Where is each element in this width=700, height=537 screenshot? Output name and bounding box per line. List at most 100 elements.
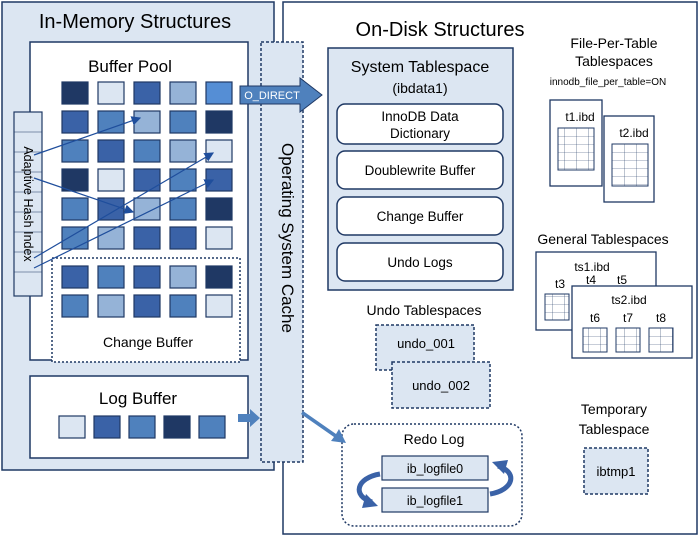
- buffer-pool-page: [97, 168, 125, 192]
- os-cache-bar: [260, 41, 304, 463]
- t3-table-icon: [544, 293, 570, 321]
- change-buffer-page: [97, 294, 125, 318]
- undo-002-box: [391, 361, 491, 409]
- os-cache-to-redo-log-arrow: [301, 411, 346, 443]
- buffer-pool-page: [205, 110, 233, 134]
- ib-logfile0-label: ib_logfile0: [407, 462, 463, 476]
- change-buffer-page: [61, 265, 89, 289]
- buffer-pool-page: [61, 139, 89, 163]
- ib-logfile1-box: [381, 487, 489, 513]
- undo-tablespaces-title: Undo Tablespaces: [367, 302, 482, 318]
- change-buffer-page: [133, 265, 161, 289]
- os-cache-label: Operating System Cache: [278, 143, 297, 333]
- buffer-pool-page: [133, 226, 161, 250]
- t6-label: t6: [590, 311, 600, 325]
- log-buffer-page: [58, 415, 86, 439]
- buffer-pool-page: [205, 226, 233, 250]
- undo-logs-label: Undo Logs: [387, 255, 453, 270]
- buffer-pool-page: [97, 81, 125, 105]
- buffer-pool-page: [169, 139, 197, 163]
- log-buffer-label: Log Buffer: [99, 389, 177, 408]
- ts1-ibd-label: ts1.ibd: [574, 260, 609, 274]
- buffer-pool-page: [133, 110, 161, 134]
- t8-label: t8: [656, 311, 666, 325]
- doublewrite-buffer-label: Doublewrite Buffer: [365, 163, 476, 178]
- buffer-pool-page: [97, 226, 125, 250]
- ib-logfile0-box: [381, 455, 489, 481]
- buffer-pool-page: [169, 226, 197, 250]
- adaptive-hash-index-pointers: [33, 116, 215, 269]
- log-buffer-pages: [58, 415, 226, 439]
- doublewrite-buffer-box: [336, 150, 504, 190]
- buffer-pool-page: [169, 81, 197, 105]
- change-buffer-page: [169, 294, 197, 318]
- log-buffer-page: [198, 415, 226, 439]
- buffer-pool-page: [97, 110, 125, 134]
- log-buffer-page: [93, 415, 121, 439]
- buffer-pool-label: Buffer Pool: [88, 57, 172, 76]
- log-buffer-page: [163, 415, 191, 439]
- buffer-pool-pages: [61, 81, 233, 250]
- t5-label: t5: [617, 273, 627, 287]
- system-tablespace-file: (ibdata1): [392, 80, 447, 96]
- buffer-pool-page: [205, 139, 233, 163]
- temporary-tablespace-title-line2: Tablespace: [579, 421, 650, 437]
- redo-cycle-arrowhead-right: [492, 460, 508, 474]
- buffer-pool-page: [205, 81, 233, 105]
- change-buffer-disk-box: [336, 196, 504, 236]
- t3-label: t3: [555, 277, 565, 291]
- undo-001-label: undo_001: [397, 336, 455, 351]
- change-buffer-memory-label: Change Buffer: [103, 334, 193, 350]
- buffer-pool-page: [61, 168, 89, 192]
- ibtmp1-box: [583, 447, 649, 495]
- t2-ibd-label: t2.ibd: [619, 126, 648, 140]
- ib-logfile1-label: ib_logfile1: [407, 494, 463, 508]
- t7-label: t7: [623, 311, 633, 325]
- change-buffer-pages: [61, 265, 233, 318]
- adaptive-hash-index-bar: [13, 111, 43, 297]
- t7-table-icon: [615, 327, 641, 353]
- buffer-pool-page: [61, 226, 89, 250]
- t8-table-icon: [648, 327, 674, 353]
- t2-table-icon: [611, 143, 649, 187]
- file-per-table-title-line1: File-Per-Table: [570, 35, 657, 51]
- o-direct-arrow: [239, 76, 323, 114]
- undo-002-label: undo_002: [412, 378, 470, 393]
- buffer-pool-page: [97, 139, 125, 163]
- in-memory-title: In-Memory Structures: [39, 11, 231, 33]
- data-dictionary-box: [336, 103, 504, 145]
- log-buffer-to-os-cache-arrow: [238, 409, 260, 427]
- o-direct-label: O_DIRECT: [244, 90, 300, 102]
- change-buffer-disk-label: Change Buffer: [377, 209, 464, 224]
- ts2-ibd-label: ts2.ibd: [611, 293, 646, 307]
- change-buffer-page: [61, 294, 89, 318]
- change-buffer-page: [97, 265, 125, 289]
- buffer-pool-page: [169, 197, 197, 221]
- buffer-pool-page: [61, 81, 89, 105]
- t4-label: t4: [586, 273, 596, 287]
- data-dictionary-label-line2: Dictionary: [390, 126, 450, 141]
- buffer-pool-page: [133, 81, 161, 105]
- change-buffer-page: [205, 265, 233, 289]
- adaptive-hash-index-rows: [14, 131, 42, 273]
- buffer-pool-page: [61, 197, 89, 221]
- undo-logs-box: [336, 242, 504, 282]
- t1-table-icon: [557, 127, 595, 171]
- file-per-table-setting: innodb_file_per_table=ON: [550, 77, 666, 88]
- change-buffer-page: [169, 265, 197, 289]
- t6-table-icon: [582, 327, 608, 353]
- buffer-pool-page: [61, 110, 89, 134]
- change-buffer-page: [133, 294, 161, 318]
- buffer-pool-page: [133, 168, 161, 192]
- buffer-pool-page: [169, 110, 197, 134]
- buffer-pool-page: [205, 197, 233, 221]
- change-buffer-page: [205, 294, 233, 318]
- ibtmp1-label: ibtmp1: [596, 464, 635, 479]
- system-tablespace-title: System Tablespace: [351, 59, 490, 76]
- buffer-pool-page: [205, 168, 233, 192]
- adaptive-hash-index-label: Adaptive Hash Index: [21, 146, 35, 262]
- buffer-pool-page: [133, 139, 161, 163]
- data-dictionary-label-line1: InnoDB Data: [381, 109, 459, 124]
- redo-cycle-arrowhead-left: [362, 494, 378, 508]
